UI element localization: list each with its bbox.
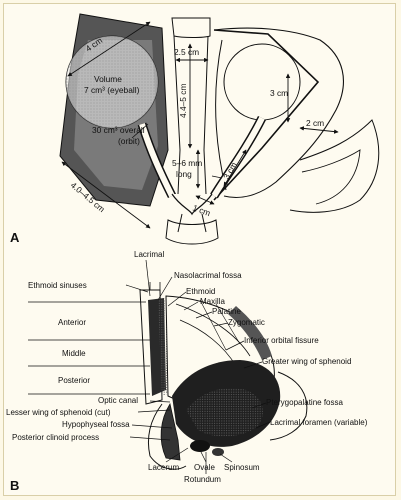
label-posterior: Posterior bbox=[58, 376, 90, 385]
label-ethmoid-sinuses: Ethmoid sinuses bbox=[28, 281, 87, 290]
label-orbit-volume: 30 cm³ overall bbox=[92, 125, 145, 135]
label-spinosum: Spinosum bbox=[224, 463, 260, 472]
label-inferior-orbital-fissure: Inferior orbital fissure bbox=[244, 336, 319, 345]
label-optic-canal: Optic canal bbox=[98, 396, 138, 405]
label-middle: Middle bbox=[62, 349, 86, 358]
label-maxilla: Maxilla bbox=[200, 297, 225, 306]
label-orbit: (orbit) bbox=[118, 136, 140, 146]
label-palatine: Palatine bbox=[212, 307, 241, 316]
panel-b-letter: B bbox=[10, 478, 19, 493]
label-greater-wing: Greater wing of sphenoid bbox=[262, 357, 351, 366]
panel-b: B Lacrimal Nasolacrimal fossa Ethmoid si… bbox=[6, 250, 368, 493]
panel-a-letter: A bbox=[10, 230, 20, 245]
label-zygomatic: Zygomatic bbox=[228, 318, 265, 327]
label-lesser-wing: Lesser wing of sphenoid (cut) bbox=[6, 408, 111, 417]
label-volume-eyeball: 7 cm³ (eyeball) bbox=[84, 85, 140, 95]
label-pterygopalatine: Pterygopalatine fossa bbox=[266, 398, 343, 407]
label-nerve-long: long bbox=[176, 169, 192, 179]
label-lacerum: Lacerum bbox=[148, 463, 179, 472]
label-right-1cm: 1 cm bbox=[191, 202, 211, 218]
label-anterior: Anterior bbox=[58, 318, 86, 327]
label-posterior-clinoid: Posterior clinoid process bbox=[12, 433, 99, 442]
right-orbit-outline bbox=[213, 27, 344, 199]
label-lacrimal: Lacrimal bbox=[134, 250, 164, 259]
label-lacrimal-foramen: Lacrimal foramen (variable) bbox=[270, 418, 368, 427]
label-right-3cm: 3 cm bbox=[270, 88, 288, 98]
label-volume: Volume bbox=[94, 74, 122, 84]
label-nerve-length: 5–6 mm bbox=[172, 158, 202, 168]
label-hypophyseal: Hypophyseal fossa bbox=[62, 420, 130, 429]
panel-a: A 4 cm Volume 7 cm³ (eyeball) 30 cm³ ove… bbox=[10, 13, 380, 245]
lateral-wall bbox=[228, 306, 272, 360]
label-ovale: Ovale bbox=[194, 463, 215, 472]
right-eyeball bbox=[223, 43, 301, 121]
label-interorbital: 2.5 cm bbox=[174, 47, 199, 57]
label-ethmoid: Ethmoid bbox=[186, 287, 215, 296]
interorbital-column bbox=[171, 17, 211, 38]
label-right-2cm: 2 cm bbox=[306, 118, 324, 128]
label-nasolacrimal-fossa: Nasolacrimal fossa bbox=[174, 271, 242, 280]
label-rotundum: Rotundum bbox=[184, 475, 221, 484]
label-depth: 4.4–5 cm bbox=[178, 84, 188, 118]
